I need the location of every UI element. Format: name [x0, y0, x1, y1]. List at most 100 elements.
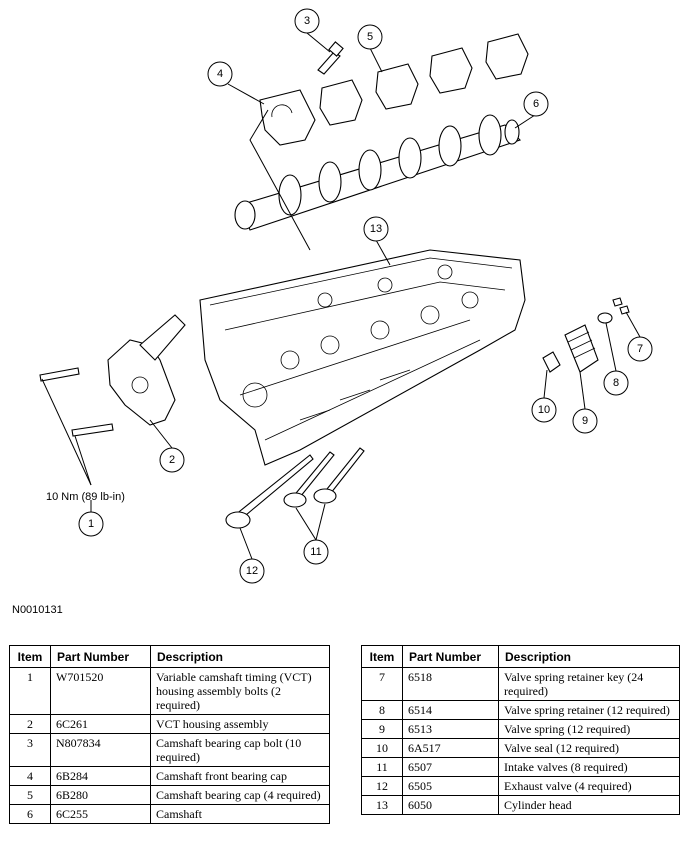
- item-cell: 3: [9, 733, 51, 767]
- svg-text:13: 13: [370, 223, 382, 235]
- part-number-cell: W701520: [50, 667, 151, 715]
- svg-text:5: 5: [367, 31, 373, 43]
- table-header-row: Item Part Number Description: [361, 645, 680, 668]
- item-cell: 8: [361, 700, 403, 720]
- svg-text:10: 10: [538, 404, 550, 416]
- camshaft-drawing: [234, 114, 522, 231]
- callout-7: 7: [627, 336, 653, 362]
- header-part-number: Part Number: [50, 645, 151, 668]
- cylinder-head-drawing: [199, 249, 526, 466]
- item-cell: 5: [9, 785, 51, 805]
- header-item: Item: [9, 645, 51, 668]
- part-number-cell: 6505: [402, 776, 499, 796]
- svg-text:6: 6: [533, 98, 539, 110]
- description-cell: Camshaft front bearing cap: [150, 766, 330, 786]
- callout-4: 4: [207, 61, 233, 87]
- vct-housing-drawing: [107, 314, 186, 426]
- leader-lines: [41, 32, 641, 560]
- callout-1: 1: [78, 511, 104, 537]
- header-item: Item: [361, 645, 403, 668]
- part-number-cell: N807834: [50, 733, 151, 767]
- part-number-cell: 6518: [402, 667, 499, 701]
- description-cell: Exhaust valve (4 required): [498, 776, 680, 796]
- header-description: Description: [498, 645, 680, 668]
- description-cell: Valve spring retainer key (24 required): [498, 667, 680, 701]
- callout-3: 3: [294, 8, 320, 34]
- svg-text:9: 9: [582, 415, 588, 427]
- part-number-cell: 6A517: [402, 738, 499, 758]
- callout-12: 12: [239, 558, 265, 584]
- part-number-cell: 6C261: [50, 714, 151, 734]
- description-cell: VCT housing assembly: [150, 714, 330, 734]
- torque-spec-label: 10 Nm (89 lb-in): [46, 491, 125, 503]
- callout-13: 13: [363, 216, 389, 242]
- valve-spring-assembly-drawing: [542, 297, 630, 373]
- description-cell: Intake valves (8 required): [498, 757, 680, 777]
- part-number-cell: 6514: [402, 700, 499, 720]
- description-cell: Camshaft: [150, 804, 330, 824]
- part-number-cell: 6C255: [50, 804, 151, 824]
- valves-drawing: [225, 447, 365, 529]
- front-bearing-cap-drawing: [259, 89, 316, 146]
- svg-text:1: 1: [88, 518, 94, 530]
- item-cell: 2: [9, 714, 51, 734]
- svg-text:3: 3: [304, 15, 310, 27]
- svg-text:2: 2: [169, 454, 175, 466]
- description-cell: Valve spring (12 required): [498, 719, 680, 739]
- vct-bolts-drawing: [39, 367, 114, 437]
- part-number-cell: 6507: [402, 757, 499, 777]
- item-cell: 11: [361, 757, 403, 777]
- item-cell: 10: [361, 738, 403, 758]
- svg-text:8: 8: [613, 377, 619, 389]
- callout-2: 2: [159, 447, 185, 473]
- callout-11: 11: [303, 539, 329, 565]
- part-number-cell: 6B280: [50, 785, 151, 805]
- svg-text:4: 4: [217, 68, 223, 80]
- table-header-row: Item Part Number Description: [9, 645, 330, 668]
- part-number-cell: 6050: [402, 795, 499, 815]
- item-cell: 1: [9, 667, 51, 715]
- callout-9: 9: [572, 408, 598, 434]
- callout-10: 10: [531, 397, 557, 423]
- exploded-diagram: 3 4 5 6 13 7 8 9 10 2 1 11 12 10 Nm (89 …: [39, 8, 653, 584]
- description-cell: Variable camshaft timing (VCT) housing a…: [150, 667, 330, 715]
- item-cell: 9: [361, 719, 403, 739]
- description-cell: Valve spring retainer (12 required): [498, 700, 680, 720]
- item-cell: 12: [361, 776, 403, 796]
- part-number-cell: 6B284: [50, 766, 151, 786]
- callout-6: 6: [523, 91, 549, 117]
- svg-text:7: 7: [637, 343, 643, 355]
- header-description: Description: [150, 645, 330, 668]
- header-part-number: Part Number: [402, 645, 499, 668]
- item-cell: 7: [361, 667, 403, 701]
- part-number-cell: 6513: [402, 719, 499, 739]
- item-cell: 13: [361, 795, 403, 815]
- figure-id: N0010131: [12, 604, 63, 616]
- svg-text:12: 12: [246, 565, 258, 577]
- description-cell: Camshaft bearing cap (4 required): [150, 785, 330, 805]
- callout-8: 8: [603, 370, 629, 396]
- description-cell: Cylinder head: [498, 795, 680, 815]
- bearing-caps-drawing: [319, 33, 529, 126]
- svg-text:11: 11: [310, 546, 321, 558]
- bearing-cap-bolt-drawing: [317, 41, 344, 75]
- callout-5: 5: [357, 24, 383, 50]
- item-cell: 4: [9, 766, 51, 786]
- description-cell: Valve seal (12 required): [498, 738, 680, 758]
- item-cell: 6: [9, 804, 51, 824]
